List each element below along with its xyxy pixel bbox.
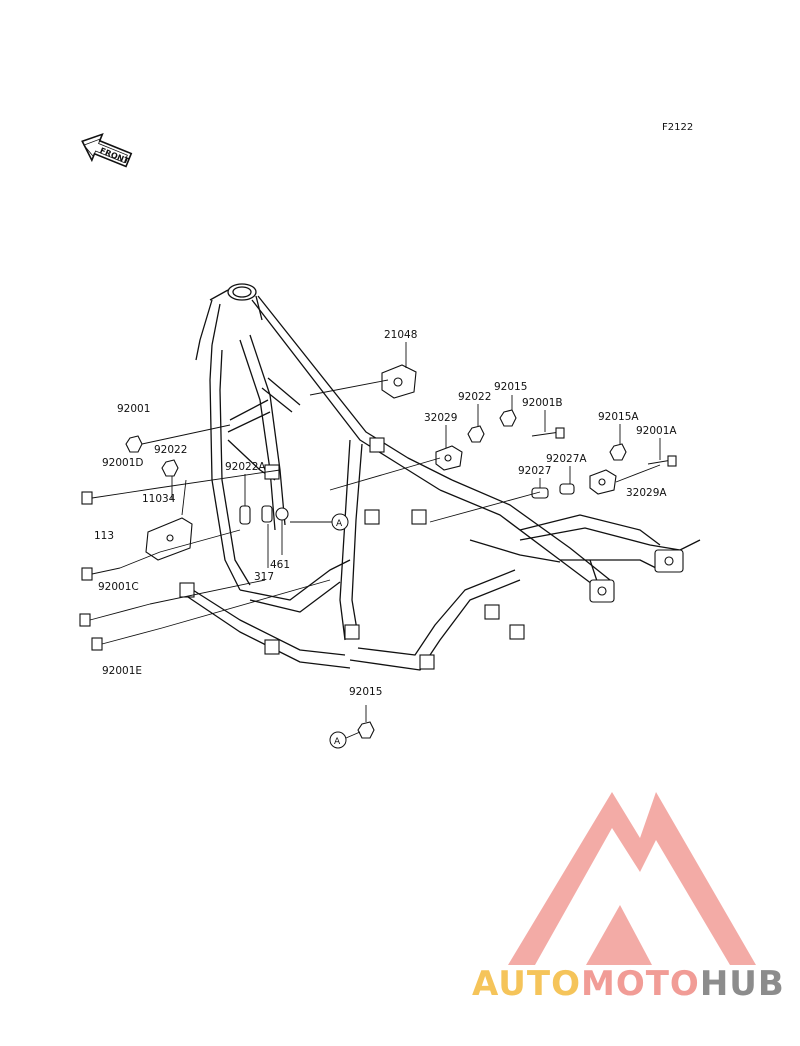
part-number-label: 92001C bbox=[98, 581, 139, 593]
part-labels: 21048 92015 92022 32029 92001B 92015A 92… bbox=[94, 329, 677, 698]
figure-id: F2122 bbox=[662, 122, 693, 133]
spacer-317 bbox=[261, 505, 273, 523]
nut-icon bbox=[467, 425, 485, 443]
part-number-label: 32029A bbox=[626, 487, 667, 499]
nut-icon bbox=[161, 459, 179, 477]
watermark-logo: AUTOMOTOHUB bbox=[472, 792, 785, 1004]
bolt-92001C bbox=[79, 603, 151, 627]
part-number-label: 21048 bbox=[384, 329, 417, 341]
reference-a-callout: A bbox=[331, 513, 349, 531]
nut-icon bbox=[125, 435, 143, 453]
watermark-auto: AUTO bbox=[472, 964, 581, 1004]
part-number-label: 92001A bbox=[636, 425, 677, 437]
part-number-label: 92022 bbox=[458, 391, 491, 403]
bracket-11034 bbox=[145, 517, 193, 561]
reference-a-callout: A bbox=[329, 731, 347, 749]
leader-lines bbox=[119, 342, 661, 739]
part-number-label: 92001D bbox=[102, 457, 144, 469]
reference-a-label: A bbox=[336, 519, 343, 529]
part-number-label: 92015 bbox=[494, 381, 527, 393]
spacer-92022A bbox=[239, 505, 251, 525]
part-number-label: 113 bbox=[94, 530, 114, 542]
watermark-moto: MOTO bbox=[581, 964, 700, 1004]
motorcycle-frame bbox=[179, 283, 701, 671]
part-number-label: 92022 bbox=[154, 444, 187, 456]
part-number-label: 317 bbox=[254, 571, 274, 583]
nut-icon bbox=[609, 443, 627, 461]
front-arrow-icon: FRONT bbox=[81, 132, 133, 168]
bracket-21048 bbox=[381, 364, 417, 399]
svg-text:AUTOMOTOHUB: AUTOMOTOHUB bbox=[472, 964, 785, 1004]
collar-92027 bbox=[531, 487, 549, 499]
collar-92027A bbox=[559, 483, 575, 495]
part-number-label: 92001E bbox=[102, 665, 142, 677]
reference-a-label: A bbox=[334, 737, 341, 747]
bracket-32029 bbox=[435, 445, 463, 471]
watermark-hub: HUB bbox=[700, 964, 785, 1004]
part-number-label: 92001B bbox=[522, 397, 563, 409]
part-number-label: 92001 bbox=[117, 403, 150, 415]
spacer-461 bbox=[275, 507, 289, 521]
bracket-32029A bbox=[589, 469, 617, 495]
bolt-92001A bbox=[647, 455, 677, 467]
nut-icon bbox=[499, 409, 517, 427]
nut-icon bbox=[357, 721, 375, 739]
part-number-label: 92027 bbox=[518, 465, 551, 477]
part-number-label: 92022A bbox=[225, 461, 266, 473]
part-number-label: 11034 bbox=[142, 493, 176, 505]
bolt-113 bbox=[81, 567, 121, 581]
part-number-label: 92027A bbox=[546, 453, 587, 465]
bolt-92001B bbox=[531, 427, 565, 439]
bolt-92001D bbox=[81, 487, 159, 505]
bolt-92001E bbox=[91, 627, 163, 651]
part-number-label: 92015 bbox=[349, 686, 382, 698]
part-number-label: 92015A bbox=[598, 411, 639, 423]
part-number-label: 32029 bbox=[424, 412, 457, 424]
part-number-label: 461 bbox=[270, 559, 290, 571]
